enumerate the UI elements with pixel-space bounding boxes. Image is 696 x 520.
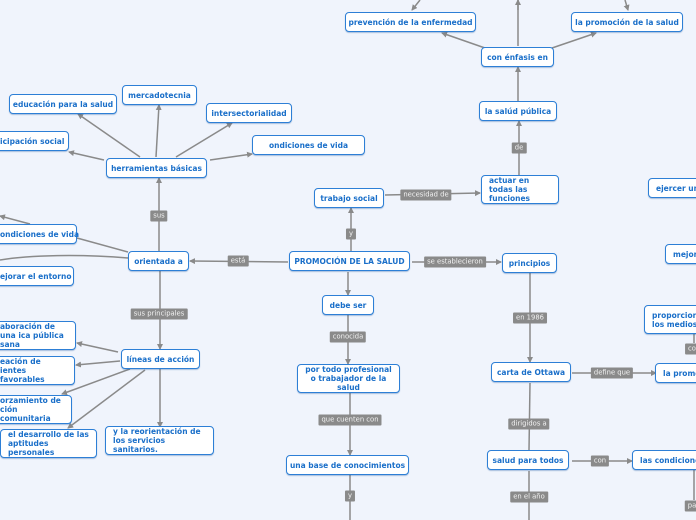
node-profesional-salud[interactable]: por todo profesional o trabajador de la … (297, 364, 400, 393)
edge-label-esta: está (227, 255, 249, 267)
edge-enfasis-promocion (551, 31, 597, 49)
node-actuar-funciones[interactable]: actuar en todas las funciones (481, 175, 559, 204)
edge-label-pa-partial: pa (684, 500, 696, 512)
edge-herr-educacion (77, 113, 141, 158)
edge-ottawa-saludtodos (528, 382, 531, 451)
node-promocion-de-la-salud[interactable]: PROMOCIÓN DE LA SALUD (289, 251, 410, 271)
edge-label-se-establecieron: se establecieron (424, 256, 486, 268)
node-orientada-a[interactable]: orientada a (128, 251, 189, 271)
edge-lineas-politica (76, 341, 119, 353)
edge-condiciones-tail (0, 214, 31, 225)
node-promocion-salud-top[interactable]: la promoción de la salud (571, 12, 683, 32)
node-aptitudes-personales[interactable]: el desarrollo de las aptitudes personale… (0, 429, 97, 458)
node-principios[interactable]: principios (502, 253, 557, 273)
node-reorientacion-servicios[interactable]: y la reorientación de los servicios sani… (105, 426, 214, 455)
node-mercadotecnia[interactable]: mercadotecnia (122, 85, 197, 105)
node-mejorar-entorno[interactable]: ejorar el entorno (0, 266, 74, 286)
edge-lineas-ambientes (75, 360, 121, 368)
edge-label-y: y (345, 228, 357, 240)
node-trabajo-social[interactable]: trabajo social (314, 188, 384, 208)
node-participacion-social[interactable]: icipación social (0, 131, 69, 151)
node-salud-para-todos[interactable]: salud para todos (487, 450, 569, 470)
node-condiciones-vida[interactable]: ondiciones de vida (0, 224, 79, 244)
node-politica-publica[interactable]: aboración de una ica pública sana (0, 321, 76, 350)
edge-label-conocida: conocida (329, 331, 367, 343)
edge-lineas-aptitudes (67, 369, 146, 429)
edge-label-dirigidos-a: dirigidos a (508, 418, 550, 430)
node-debe-ser[interactable]: debe ser (322, 295, 374, 315)
edge-label-de: de (511, 142, 527, 154)
edge-label-en-1986: en 1986 (513, 312, 547, 324)
node-ejercer-right[interactable]: ejercer un (648, 178, 696, 198)
edge-herr-mercadotecnia (155, 104, 162, 158)
node-prevencion-enfermedad[interactable]: prevención de la enfermedad (345, 12, 476, 32)
edge-herr-intersectorialidad (175, 122, 233, 158)
edge-top-right (623, 0, 630, 11)
node-intersectorialidad[interactable]: intersectorialidad (206, 103, 292, 123)
edge-label-sus: sus (150, 210, 168, 222)
edge-label-define-que: define que (590, 367, 634, 379)
node-la-promocion-right[interactable]: la promo (655, 363, 696, 383)
edge-enfasis-prevencion (441, 31, 486, 49)
edge-orientada-condiciones (76, 237, 129, 253)
edge-herr-alianzas (209, 151, 253, 161)
node-salud-publica[interactable]: la salúd pública (479, 101, 557, 121)
node-ambientes-favorables[interactable]: eación de ientes favorables (0, 356, 75, 385)
node-mejor-right[interactable]: mejor (665, 244, 696, 264)
edge-lineas-reforzamiento (61, 368, 131, 396)
node-lineas-de-accion[interactable]: líneas de acción (121, 349, 200, 369)
edge-label-y-bottom: y (344, 490, 356, 502)
node-herramientas-basicas[interactable]: herramientas básicas (106, 158, 207, 178)
edge-orientada-curve (0, 254, 129, 261)
node-base-conocimientos[interactable]: una base de conocimientos (286, 455, 409, 475)
edge-label-en-el-ano: en el año (510, 491, 548, 503)
edge-label-con: con (590, 455, 610, 467)
node-proporcionar-medios[interactable]: proporciona los medios (644, 305, 696, 334)
edge-herr-participacion (68, 150, 105, 161)
node-las-condiciones-right[interactable]: las condicione (632, 450, 696, 470)
edge-label-sus-principales: sus principales (130, 308, 188, 320)
node-con-enfasis-en[interactable]: con énfasis en (481, 47, 554, 67)
edge-top-left (411, 0, 421, 11)
node-educacion-salud[interactable]: educación para la salud (9, 94, 117, 114)
node-reforzamiento-comunitaria[interactable]: orzamiento de ción comunitaria (0, 395, 72, 424)
edge-label-que-cuenten-con: que cuenten con (318, 414, 382, 426)
edge-label-necesidad-de: necesidad de (400, 189, 452, 201)
node-construccion-alianzas[interactable]: ondiciones de vida (252, 135, 365, 155)
edge-label-co-partial: co (685, 343, 696, 355)
node-carta-ottawa[interactable]: carta de Ottawa (491, 362, 571, 382)
